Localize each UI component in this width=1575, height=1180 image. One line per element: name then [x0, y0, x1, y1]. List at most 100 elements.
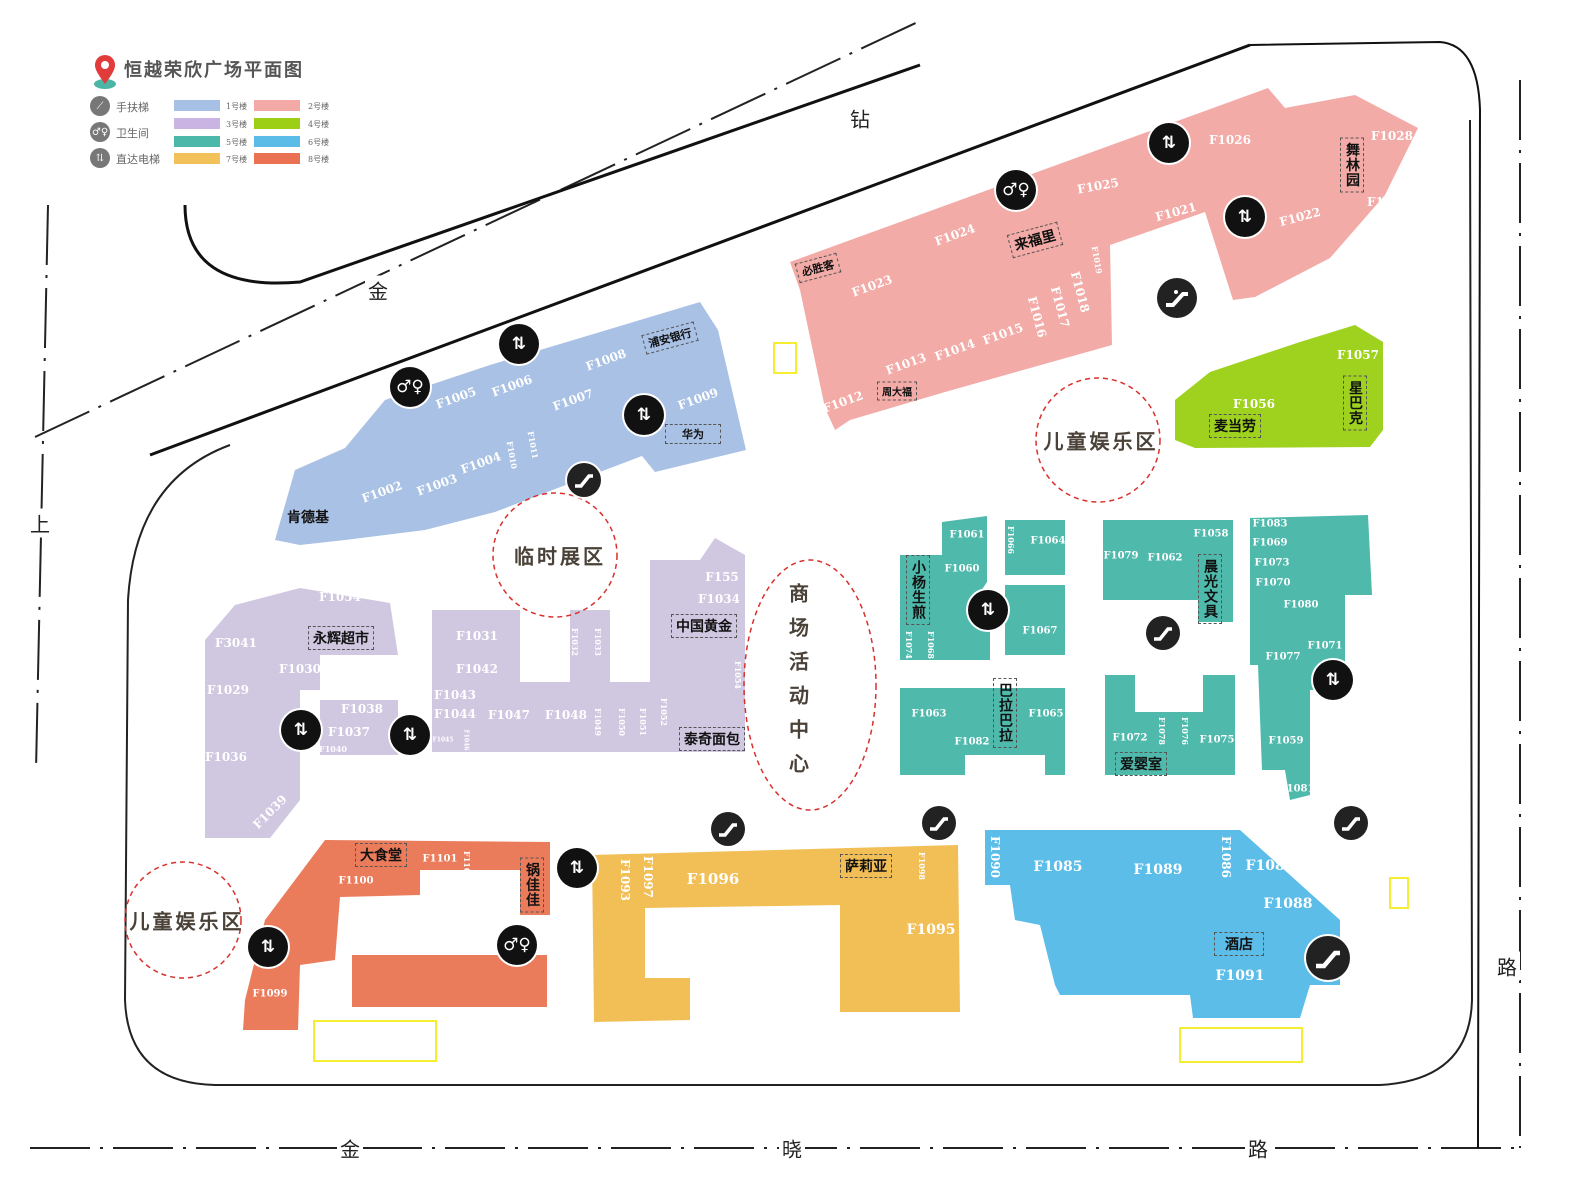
unit-label[interactable]: F1038 — [341, 702, 383, 716]
unit-label[interactable]: F1090 — [988, 836, 1002, 878]
store-hotel[interactable]: 酒店 — [1214, 932, 1264, 956]
unit-label[interactable]: F1099 — [252, 988, 288, 1000]
unit-label[interactable]: F1084 — [987, 759, 1023, 771]
unit-label[interactable]: F1033 — [593, 628, 603, 656]
store-wulinyuan[interactable]: 舞林园 — [1340, 137, 1364, 193]
escalator-icon[interactable] — [1334, 806, 1368, 840]
unit-label[interactable]: F1065 — [1028, 708, 1064, 720]
store-aiyingshi[interactable]: 爱婴室 — [1115, 752, 1167, 776]
zone-temp-exhibit[interactable]: 临时展区 — [514, 544, 606, 569]
unit-label[interactable]: F1086 — [1219, 836, 1233, 878]
unit-label[interactable]: F1040 — [319, 744, 347, 754]
store-huawei[interactable]: 华为 — [665, 424, 721, 444]
store-kfc[interactable]: 肯德基 — [287, 510, 329, 526]
unit-label[interactable]: F1054 — [733, 661, 743, 689]
unit-label[interactable]: F1071 — [1307, 640, 1343, 652]
unit-label[interactable]: F1046 — [462, 729, 470, 751]
unit-label[interactable]: F3041 — [215, 636, 257, 650]
zone-kids-south[interactable]: 儿童娱乐区 — [129, 909, 245, 934]
unit-label[interactable]: F1095 — [906, 922, 956, 938]
unit-label[interactable]: F1037 — [328, 725, 370, 739]
unit-label[interactable]: F1027 — [1367, 195, 1409, 209]
zone-event-center[interactable]: 商场活动中心 — [785, 583, 810, 787]
unit-label[interactable]: F1072 — [1112, 732, 1148, 744]
unit-label[interactable]: F1082 — [954, 736, 990, 748]
unit-label[interactable]: F1083 — [1252, 518, 1288, 530]
unit-label[interactable]: F1075 — [1199, 734, 1235, 746]
store-mcdonalds[interactable]: 麦当劳 — [1209, 414, 1261, 438]
store-guojiajia[interactable]: 锅佳佳 — [520, 857, 544, 913]
unit-label[interactable]: F1047 — [488, 708, 530, 722]
elevator-icon[interactable]: ⇅ — [557, 848, 597, 888]
unit-label[interactable]: F1087 — [1245, 858, 1295, 874]
unit-label[interactable]: F1089 — [1133, 862, 1183, 878]
unit-label[interactable]: F1060 — [944, 563, 980, 575]
unit-label[interactable]: F1058 — [1193, 528, 1229, 540]
unit-label[interactable]: F1064 — [1030, 535, 1066, 547]
store-chenguang-stationery[interactable]: 晨光文具 — [1198, 554, 1222, 624]
unit-label[interactable]: F1062 — [1147, 552, 1183, 564]
elevator-icon[interactable]: ⇅ — [1313, 660, 1353, 700]
unit-label[interactable]: F1088 — [1263, 896, 1313, 912]
unit-label[interactable]: F1052 — [659, 698, 669, 726]
unit-label[interactable]: F1073 — [1254, 557, 1290, 569]
unit-label[interactable]: F1100 — [338, 875, 374, 887]
store-chow-tai-fook[interactable]: 周大福 — [877, 381, 917, 401]
unit-label[interactable]: F1061 — [949, 529, 985, 541]
elevator-icon[interactable]: ⇅ — [281, 710, 321, 750]
store-starbucks[interactable]: 星巴克 — [1343, 375, 1367, 431]
unit-label[interactable]: F1074 — [904, 631, 914, 659]
unit-label[interactable]: F1029 — [207, 683, 249, 697]
unit-label[interactable]: F1079 — [1103, 550, 1139, 562]
escalator-icon[interactable] — [1306, 936, 1350, 980]
unit-label[interactable]: F1056 — [1233, 397, 1275, 411]
unit-label[interactable]: F1068 — [926, 631, 936, 659]
elevator-icon[interactable]: ⇅ — [1225, 197, 1265, 237]
elevator-icon[interactable]: ⇅ — [499, 324, 539, 364]
store-taiqi-bakery[interactable]: 泰奇面包 — [679, 727, 745, 751]
unit-label[interactable]: F1032 — [570, 628, 580, 656]
unit-label[interactable]: F1043 — [434, 688, 476, 702]
unit-label[interactable]: F1081 — [1279, 783, 1315, 795]
escalator-icon[interactable] — [567, 463, 601, 497]
unit-label[interactable]: F1093 — [618, 859, 632, 901]
unit-label[interactable]: F1057 — [1337, 348, 1379, 362]
unit-label[interactable]: F1051 — [638, 708, 648, 736]
elevator-icon[interactable]: ⇅ — [624, 395, 664, 435]
escalator-icon[interactable] — [922, 806, 956, 840]
elevator-icon[interactable]: ⇅ — [968, 590, 1008, 630]
elevator-icon[interactable]: ⇅ — [390, 715, 430, 755]
unit-label[interactable]: F1080 — [1283, 599, 1319, 611]
unit-label[interactable]: F1045 — [432, 736, 454, 744]
unit-label[interactable]: F1059 — [1268, 735, 1304, 747]
unit-label[interactable]: F1067 — [1022, 625, 1058, 637]
unit-label[interactable]: F1048 — [545, 708, 587, 722]
escalator-icon[interactable] — [711, 812, 745, 846]
elevator-icon[interactable]: ⇅ — [248, 927, 288, 967]
unit-label[interactable]: F1034 — [698, 592, 740, 606]
unit-label[interactable]: F1069 — [1252, 537, 1288, 549]
unit-label[interactable]: F1066 — [1006, 526, 1016, 554]
unit-label[interactable]: F1031 — [456, 629, 498, 643]
unit-label[interactable]: F1030 — [279, 662, 321, 676]
restroom-icon[interactable]: ♂♀ — [996, 170, 1036, 210]
unit-label[interactable]: F1085 — [1033, 859, 1083, 875]
store-xiaoyang-shengjian[interactable]: 小杨生煎 — [906, 555, 930, 625]
unit-label[interactable]: F1036 — [205, 750, 247, 764]
unit-label[interactable]: F1063 — [911, 708, 947, 720]
unit-label[interactable]: F1054 — [319, 590, 361, 604]
unit-label[interactable]: F1070 — [1255, 577, 1291, 589]
escalator-icon[interactable] — [1146, 616, 1180, 650]
unit-label[interactable]: F1044 — [434, 707, 476, 721]
unit-label[interactable]: F1101 — [422, 853, 458, 865]
unit-label[interactable]: F1102 — [462, 851, 472, 879]
store-yonghui-supermarket[interactable]: 永辉超市 — [308, 626, 374, 650]
store-saizeriya[interactable]: 萨莉亚 — [840, 854, 892, 878]
zone-kids-north[interactable]: 儿童娱乐区 — [1043, 429, 1159, 454]
store-china-gold[interactable]: 中国黄金 — [671, 614, 737, 638]
store-balabala[interactable]: 巴拉巴拉 — [993, 678, 1017, 748]
unit-label[interactable]: F1042 — [456, 662, 498, 676]
unit-label[interactable]: F1028 — [1371, 129, 1413, 143]
unit-label[interactable]: F1096 — [686, 870, 740, 888]
elevator-icon[interactable]: ⇅ — [1149, 123, 1189, 163]
